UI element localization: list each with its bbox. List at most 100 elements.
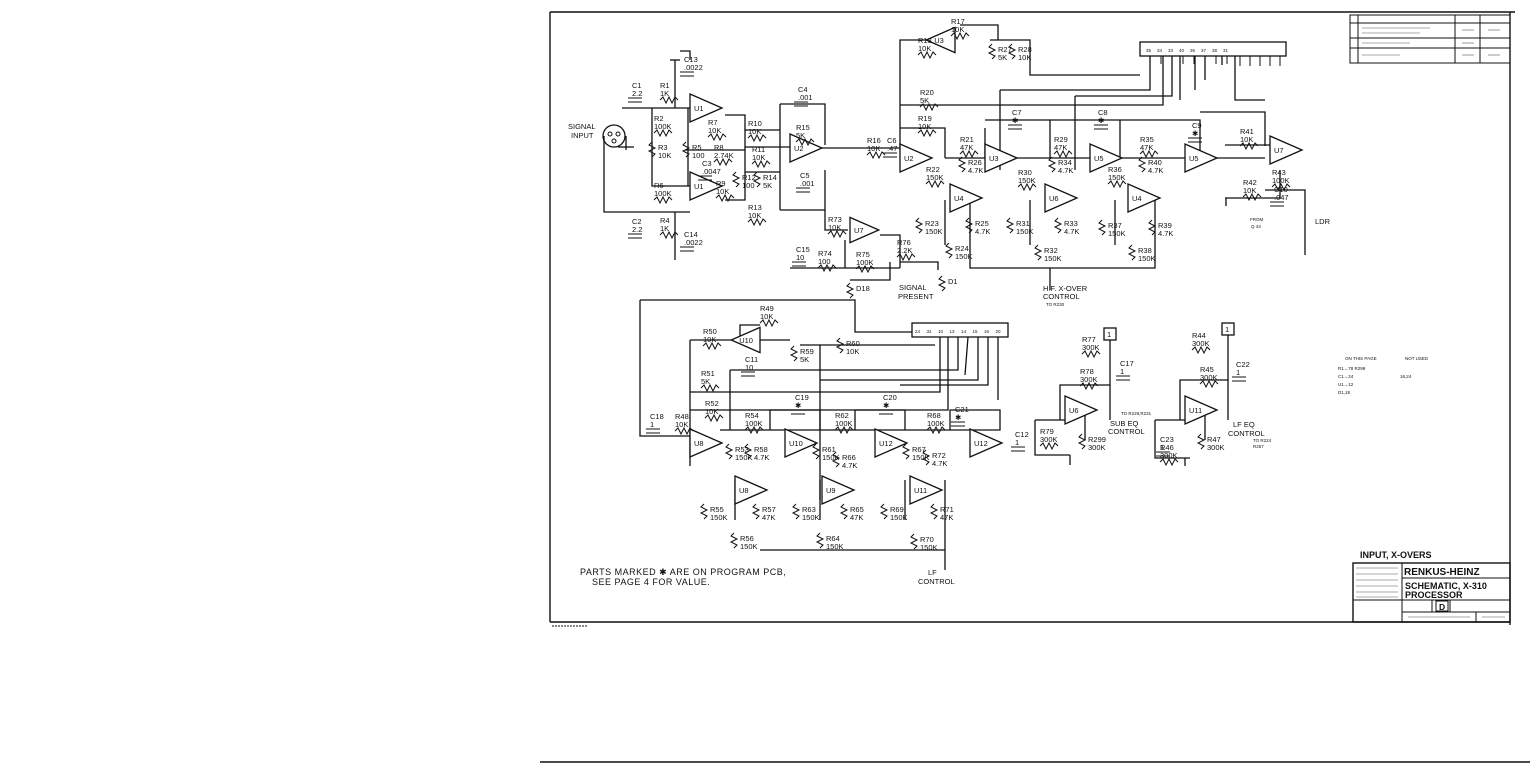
part-ref: R48 — [675, 412, 689, 421]
title-company: RENKUS-HEINZ — [1404, 567, 1480, 578]
opamp-label: U11 — [914, 486, 927, 495]
part-value: 150K — [926, 173, 944, 182]
part-value: 100K — [654, 122, 672, 131]
bottom-connector-pin: 16 — [984, 329, 990, 334]
part-value: 150K — [802, 513, 820, 522]
amps-layer: U1U1U2U7U2U3U3U4U5U6U5U7U4U8U10U8U10U9U1… — [689, 26, 1304, 505]
part-value: 2.74K — [714, 151, 734, 160]
bottom-connector-pin: 15 — [973, 329, 979, 334]
opamp-u4: U4 — [949, 183, 984, 213]
opamp-label: U5 — [1094, 154, 1104, 163]
part-value: 300K — [1200, 373, 1218, 382]
part-value: 100K — [835, 419, 853, 428]
part-ref: R18 — [918, 36, 932, 45]
not-used-row-2-right: 16,24 — [1400, 374, 1412, 379]
part-value: ✱ — [795, 401, 802, 410]
part-ref: R78 — [1080, 367, 1094, 376]
part-c4: C4.001 — [794, 85, 813, 107]
part-c10: C10.047 — [1270, 185, 1289, 207]
part-ref: R5 — [692, 143, 702, 152]
part-ref: R17 — [951, 17, 965, 26]
part-ref: R68 — [927, 411, 941, 420]
part-value: 1 — [1160, 443, 1164, 452]
part-value: 1 — [650, 420, 654, 429]
part-value: 4.7K — [1158, 229, 1173, 238]
part-value: 10K — [1243, 186, 1256, 195]
part-ref: R73 — [828, 215, 842, 224]
opamp-u1: U1 — [689, 171, 724, 201]
part-ref: C14 — [684, 230, 698, 239]
opamp-label: U1 — [694, 104, 704, 113]
part-ref: R299 — [1088, 435, 1106, 444]
bottom-connector — [911, 322, 1009, 338]
opamp-u2: U2 — [899, 143, 934, 173]
part-value: 150K — [1138, 254, 1156, 263]
opamp-label: U2 — [794, 144, 804, 153]
part-value: 300K — [1040, 435, 1058, 444]
opamp-label: U8 — [739, 486, 749, 495]
part-value: 10K — [867, 144, 880, 153]
part-value: 1 — [1015, 438, 1019, 447]
part-value: 150K — [1016, 227, 1034, 236]
part-ref: R70 — [920, 535, 934, 544]
part-ref: D18 — [856, 284, 870, 293]
bottom-connector-pin: 10 — [938, 329, 944, 334]
part-ref: D1 — [948, 277, 958, 286]
part-c3: C3.0047 — [698, 159, 721, 181]
part-value: 10K — [705, 407, 718, 416]
part-d18: D18 — [845, 282, 870, 299]
part-value: 10K — [658, 151, 671, 160]
opamp-label: U10 — [739, 336, 753, 345]
part-value: 10K — [716, 187, 729, 196]
opamp-label: U3 — [989, 154, 999, 163]
part-value: 2.2 — [632, 89, 642, 98]
part-ref: C17 — [1120, 359, 1134, 368]
opamp-label: U10 — [789, 439, 803, 448]
opamp-label: U12 — [879, 439, 893, 448]
part-ref: R60 — [846, 339, 860, 348]
part-value: 150K — [955, 252, 973, 261]
part-c21: C21✱ — [951, 405, 969, 427]
not-used-row-1: R1→78 R299 — [1338, 366, 1366, 371]
part-ref: R8 — [714, 143, 724, 152]
opamp-u9: U9 — [821, 475, 856, 505]
not-used-row-2: C1→24 — [1338, 374, 1354, 379]
part-ref: C23 — [1160, 435, 1174, 444]
part-value: 10K — [846, 347, 859, 356]
part-ref: R40 — [1148, 158, 1162, 167]
part-value: 10K — [675, 420, 688, 429]
connector-p2-pin: 1 — [1225, 325, 1229, 334]
part-ref: R29 — [1054, 135, 1068, 144]
revision-block — [1349, 14, 1511, 64]
part-ref: R58 — [754, 445, 768, 454]
opamp-label: U2 — [904, 154, 914, 163]
part-ref: R64 — [826, 534, 840, 543]
bottom-connector-pin: 24 — [915, 329, 921, 334]
part-ref: C22 — [1236, 360, 1250, 369]
part-ref: R2 — [654, 114, 664, 123]
opamp-label: U8 — [694, 439, 704, 448]
part-value: 4.7K — [1064, 227, 1079, 236]
part-ref: C19 — [795, 393, 809, 402]
